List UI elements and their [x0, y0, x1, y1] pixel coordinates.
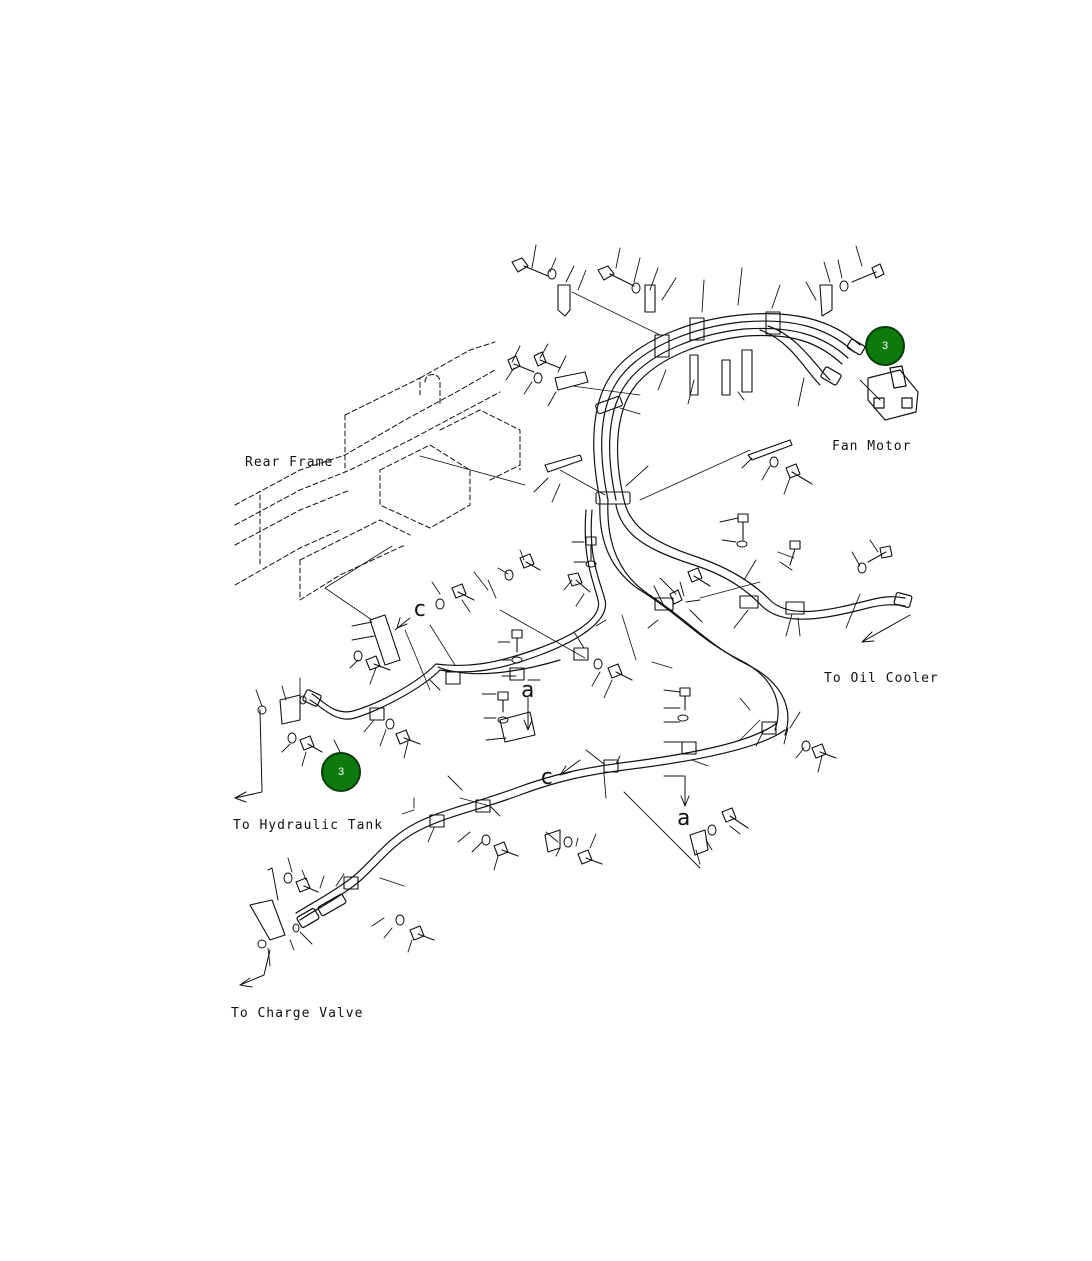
- hose-fittings: [296, 338, 913, 929]
- ref-letter-c-lower: c: [540, 765, 554, 790]
- reference-lines: [324, 291, 761, 807]
- hose-to-hydraulic-tank: [309, 659, 561, 720]
- hose-to-charge-valve: [295, 722, 786, 921]
- to-hydraulic-tank-label: To Hydraulic Tank: [233, 818, 384, 833]
- ref-letter-a-lower: a: [677, 806, 691, 831]
- rear-frame-label: Rear Frame: [245, 455, 334, 470]
- fan-motor-callout-button[interactable]: 3: [865, 326, 905, 366]
- hose-middle-run: [435, 499, 789, 736]
- hydraulic-tank-callout-button[interactable]: 3: [321, 752, 361, 792]
- fan-motor-body: [867, 365, 919, 421]
- bolts: [295, 257, 893, 941]
- ref-letter-c-upper: c: [413, 597, 427, 622]
- leader-lines: [255, 244, 881, 967]
- callout-number: 3: [337, 766, 345, 778]
- hose-to-oil-cooler: [615, 499, 906, 620]
- ref-letter-a-upper: a: [521, 678, 535, 703]
- rear-frame-outline: [234, 341, 521, 601]
- to-charge-valve-label: To Charge Valve: [231, 1006, 364, 1021]
- washers: [257, 268, 867, 949]
- to-oil-cooler-label: To Oil Cooler: [824, 671, 939, 686]
- callout-number: 3: [881, 340, 889, 352]
- brackets: [249, 284, 833, 941]
- hose-bundle-upper: [593, 313, 861, 501]
- fan-motor-label: Fan Motor: [832, 439, 912, 454]
- direction-arrows: [234, 561, 911, 988]
- hose-clamps: [343, 311, 805, 890]
